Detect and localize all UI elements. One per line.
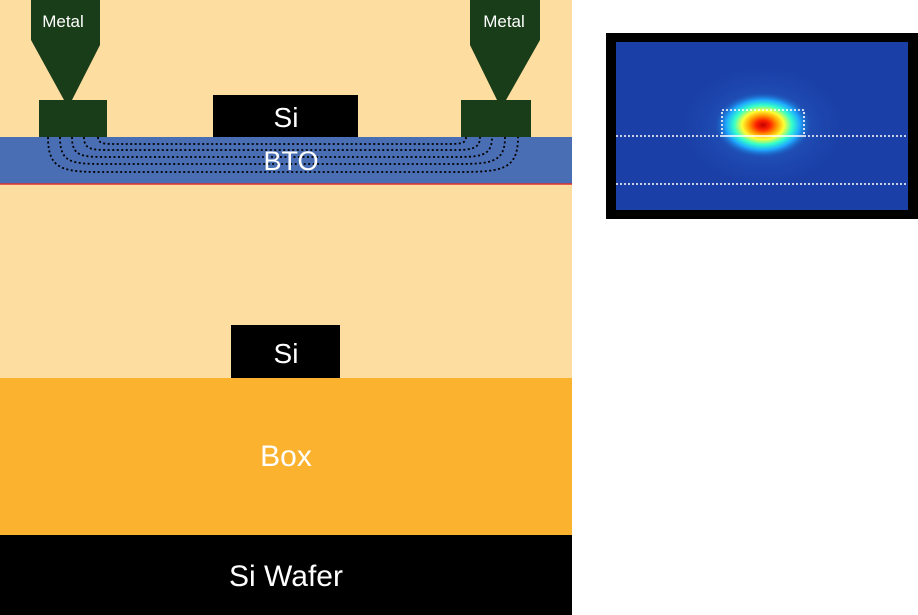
field-line-2 [59,136,506,165]
field-lines [47,136,519,173]
si-bottom-waveguide [231,325,340,378]
bto-label: BTO [263,146,318,176]
si-top-label: Si [274,102,299,133]
field-line-3 [71,136,493,158]
metal-right-label: Metal [483,12,525,31]
mode-profile-inset [606,33,918,219]
metal-electrode-right [461,0,540,137]
box-label: Box [260,440,312,473]
mode-hotspot [713,91,813,159]
si-top-waveguide [213,95,358,137]
metal-left-label: Metal [42,12,84,31]
bto-layer [0,137,572,184]
si-wafer-label: Si Wafer [229,560,343,593]
si-bottom-label: Si [274,338,299,369]
device-cross-section: Metal Metal Si BTO Si Box Si Wafer [0,0,572,615]
box-layer [0,378,572,535]
mode-waveguide-outline [721,109,805,137]
field-line-4 [83,136,481,151]
upper-cladding [0,0,572,378]
metal-electrode-left [31,0,107,137]
si-wafer-layer [0,535,572,615]
field-line-5 [97,136,467,145]
field-line-1 [47,136,519,173]
